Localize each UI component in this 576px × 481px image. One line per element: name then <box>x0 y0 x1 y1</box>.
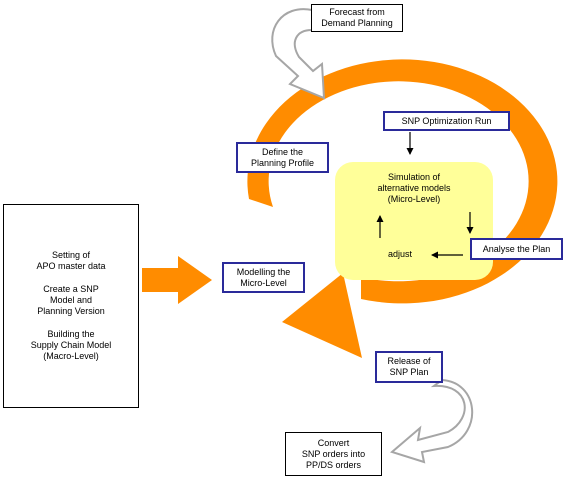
convert-line: SNP orders into <box>301 448 366 459</box>
forecast-line: Demand Planning <box>321 18 393 28</box>
analyse-plan-box: Analyse the Plan <box>470 238 563 260</box>
circular-arrow-icon <box>247 59 558 358</box>
modelling-box: Modelling the Micro-Level <box>222 262 305 293</box>
setup-box: Setting of APO master data Create a SNP … <box>3 204 139 408</box>
release-line: Release of <box>387 356 431 366</box>
setup-line: Planning Version <box>37 306 105 316</box>
adjust-label: adjust <box>388 249 413 259</box>
convert-curved-arrow-icon <box>389 378 473 464</box>
forecast-box: Forecast from Demand Planning <box>311 4 403 32</box>
setup-line: (Macro-Level) <box>43 351 99 361</box>
setup-group-snp-model: Create a SNP Model and Planning Version <box>37 284 105 317</box>
simulation-panel <box>335 162 493 280</box>
define-profile-line: Planning Profile <box>250 157 315 168</box>
simulation-line: Simulation of <box>387 172 441 182</box>
setup-group-supply-chain: Building the Supply Chain Model (Macro-L… <box>31 329 112 362</box>
release-box: Release of SNP Plan <box>375 351 443 383</box>
setup-line: Setting of <box>51 250 91 260</box>
convert-line: PP/DS orders <box>305 459 362 470</box>
modelling-line: Micro-Level <box>240 277 287 288</box>
setup-group-master-data: Setting of APO master data <box>36 250 105 272</box>
simulation-line: (Micro-Level) <box>387 194 441 204</box>
convert-box: Convert SNP orders into PP/DS orders <box>285 432 382 476</box>
setup-line: Create a SNP <box>43 284 99 294</box>
simulation-line: alternative models <box>377 183 451 193</box>
simulation-text: Simulation of alternative models (Micro-… <box>360 172 468 205</box>
convert-line: Convert <box>317 437 350 448</box>
snp-optimization-box: SNP Optimization Run <box>383 111 510 131</box>
forecast-curved-arrow-icon <box>271 8 326 100</box>
right-arrow-icon <box>142 256 212 304</box>
setup-line: Supply Chain Model <box>30 340 112 350</box>
analyse-plan-label: Analyse the Plan <box>482 243 551 254</box>
setup-line: Building the <box>47 329 95 339</box>
forecast-line: Forecast from <box>329 7 385 17</box>
release-line: SNP Plan <box>389 367 429 377</box>
define-profile-line: Define the <box>261 146 304 157</box>
snp-optimization-label: SNP Optimization Run <box>401 115 492 126</box>
modelling-line: Modelling the <box>236 266 291 277</box>
define-profile-box: Define the Planning Profile <box>236 142 329 173</box>
setup-line: APO master data <box>36 261 106 271</box>
setup-line: Model and <box>49 295 93 305</box>
